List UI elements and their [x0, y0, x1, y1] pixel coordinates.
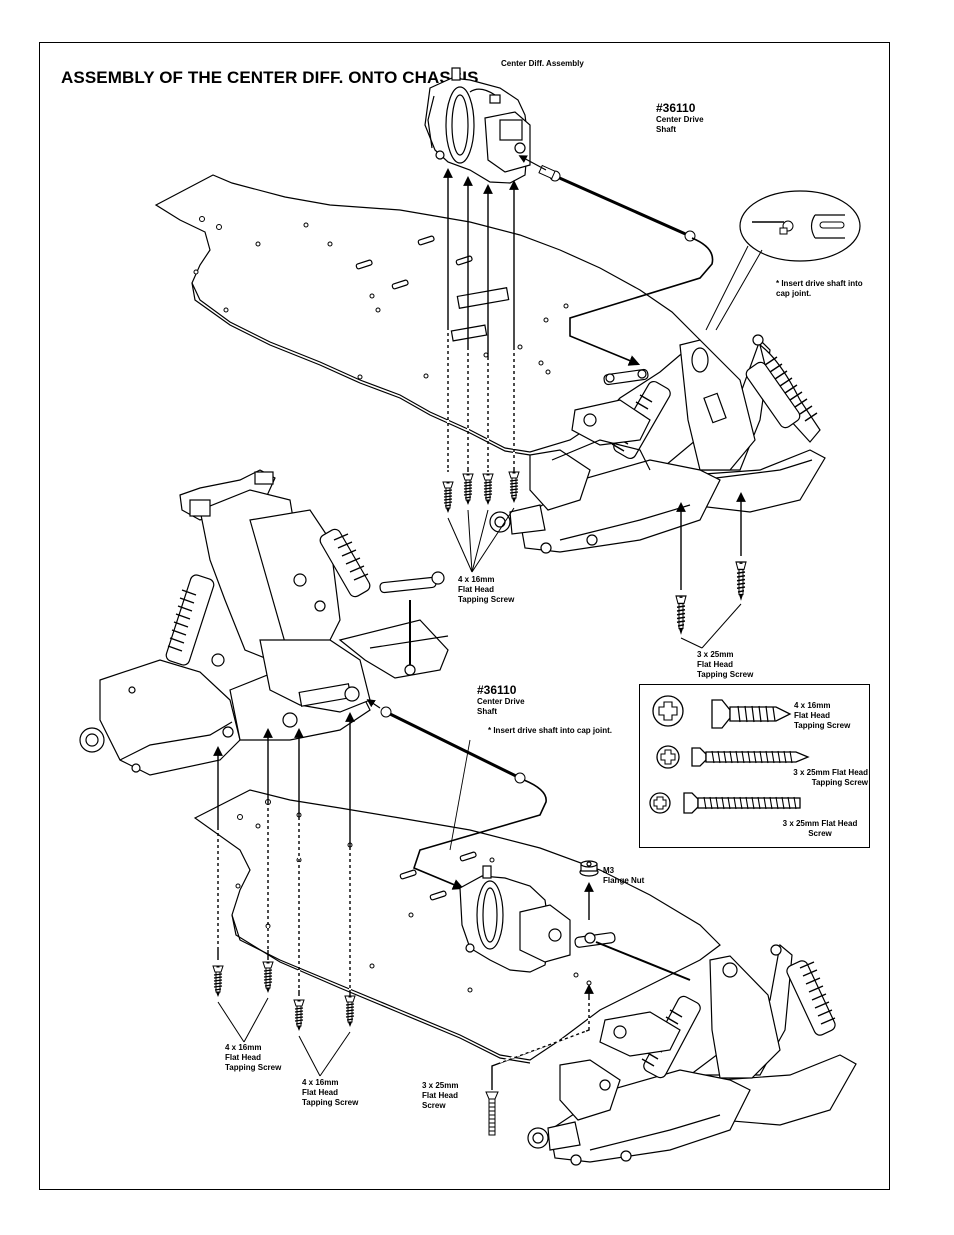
rear-suspension-bottom [527, 932, 857, 1166]
hidden-lines-bottom [217, 805, 590, 1063]
part-number-top: #36110 [656, 101, 696, 115]
legend-label-3x25-tapping: 3 x 25mm Flat Head Tapping Screw [793, 768, 868, 787]
part-name-bottom: Center Drive Shaft [477, 697, 525, 716]
center-diff-label: Center Diff. Assembly [501, 59, 584, 68]
hidden-lines-top [447, 330, 515, 470]
routing-arrow-top [569, 237, 714, 366]
routing-arrow-bottom [413, 779, 547, 890]
m3-flange-nut-icon [579, 860, 599, 877]
screw-label-top-4x16: 4 x 16mm Flat Head Tapping Screw [458, 575, 515, 604]
part-number-bottom: #36110 [477, 683, 517, 697]
center-diff-top [424, 67, 531, 184]
screw-set-top-4x16 [442, 471, 520, 514]
center-diff-bottom [459, 865, 571, 973]
legend-icons [649, 695, 810, 814]
legend-label-4x16: 4 x 16mm Flat Head Tapping Screw [794, 701, 851, 730]
m3-nut-label: M3 Flange Nut [603, 866, 645, 885]
screw-set-bottom-left [212, 961, 274, 998]
screw-set-top-3x25 [675, 561, 747, 636]
screw-label-bottom-left: 4 x 16mm Flat Head Tapping Screw [225, 1043, 282, 1072]
screw-label-bottom-mid: 4 x 16mm Flat Head Tapping Screw [302, 1078, 359, 1107]
cap-joint-detail [705, 190, 861, 331]
machine-screw-bottom [485, 1091, 499, 1136]
front-suspension-bottom [79, 469, 449, 776]
screw-legend: 4 x 16mm Flat Head Tapping Screw 3 x 25m… [639, 684, 870, 848]
screw-label-bottom-right: 3 x 25mm Flat Head Screw [422, 1081, 459, 1110]
screw-set-bottom-mid [293, 995, 356, 1032]
page-title: ASSEMBLY OF THE CENTER DIFF. ONTO CHASSI… [61, 68, 479, 87]
legend-label-3x25-machine: 3 x 25mm Flat Head Screw [782, 819, 858, 838]
center-drive-shaft-bottom [380, 706, 526, 784]
leader-lines-bottom [217, 739, 471, 1077]
insert-note-bottom: * Insert drive shaft into cap joint. [488, 726, 613, 735]
part-name-top: Center Drive Shaft [656, 115, 704, 134]
page-frame [39, 42, 890, 1190]
insert-note-top: * Insert drive shaft into cap joint. [776, 279, 863, 298]
leader-lines-top [447, 507, 742, 649]
screw-label-top-3x25: 3 x 25mm Flat Head Tapping Screw [697, 650, 754, 679]
chassis-holes-bottom [235, 799, 592, 993]
chassis-holes-top [193, 216, 569, 380]
rear-suspension-top [489, 334, 826, 554]
center-drive-shaft-top [538, 164, 696, 242]
